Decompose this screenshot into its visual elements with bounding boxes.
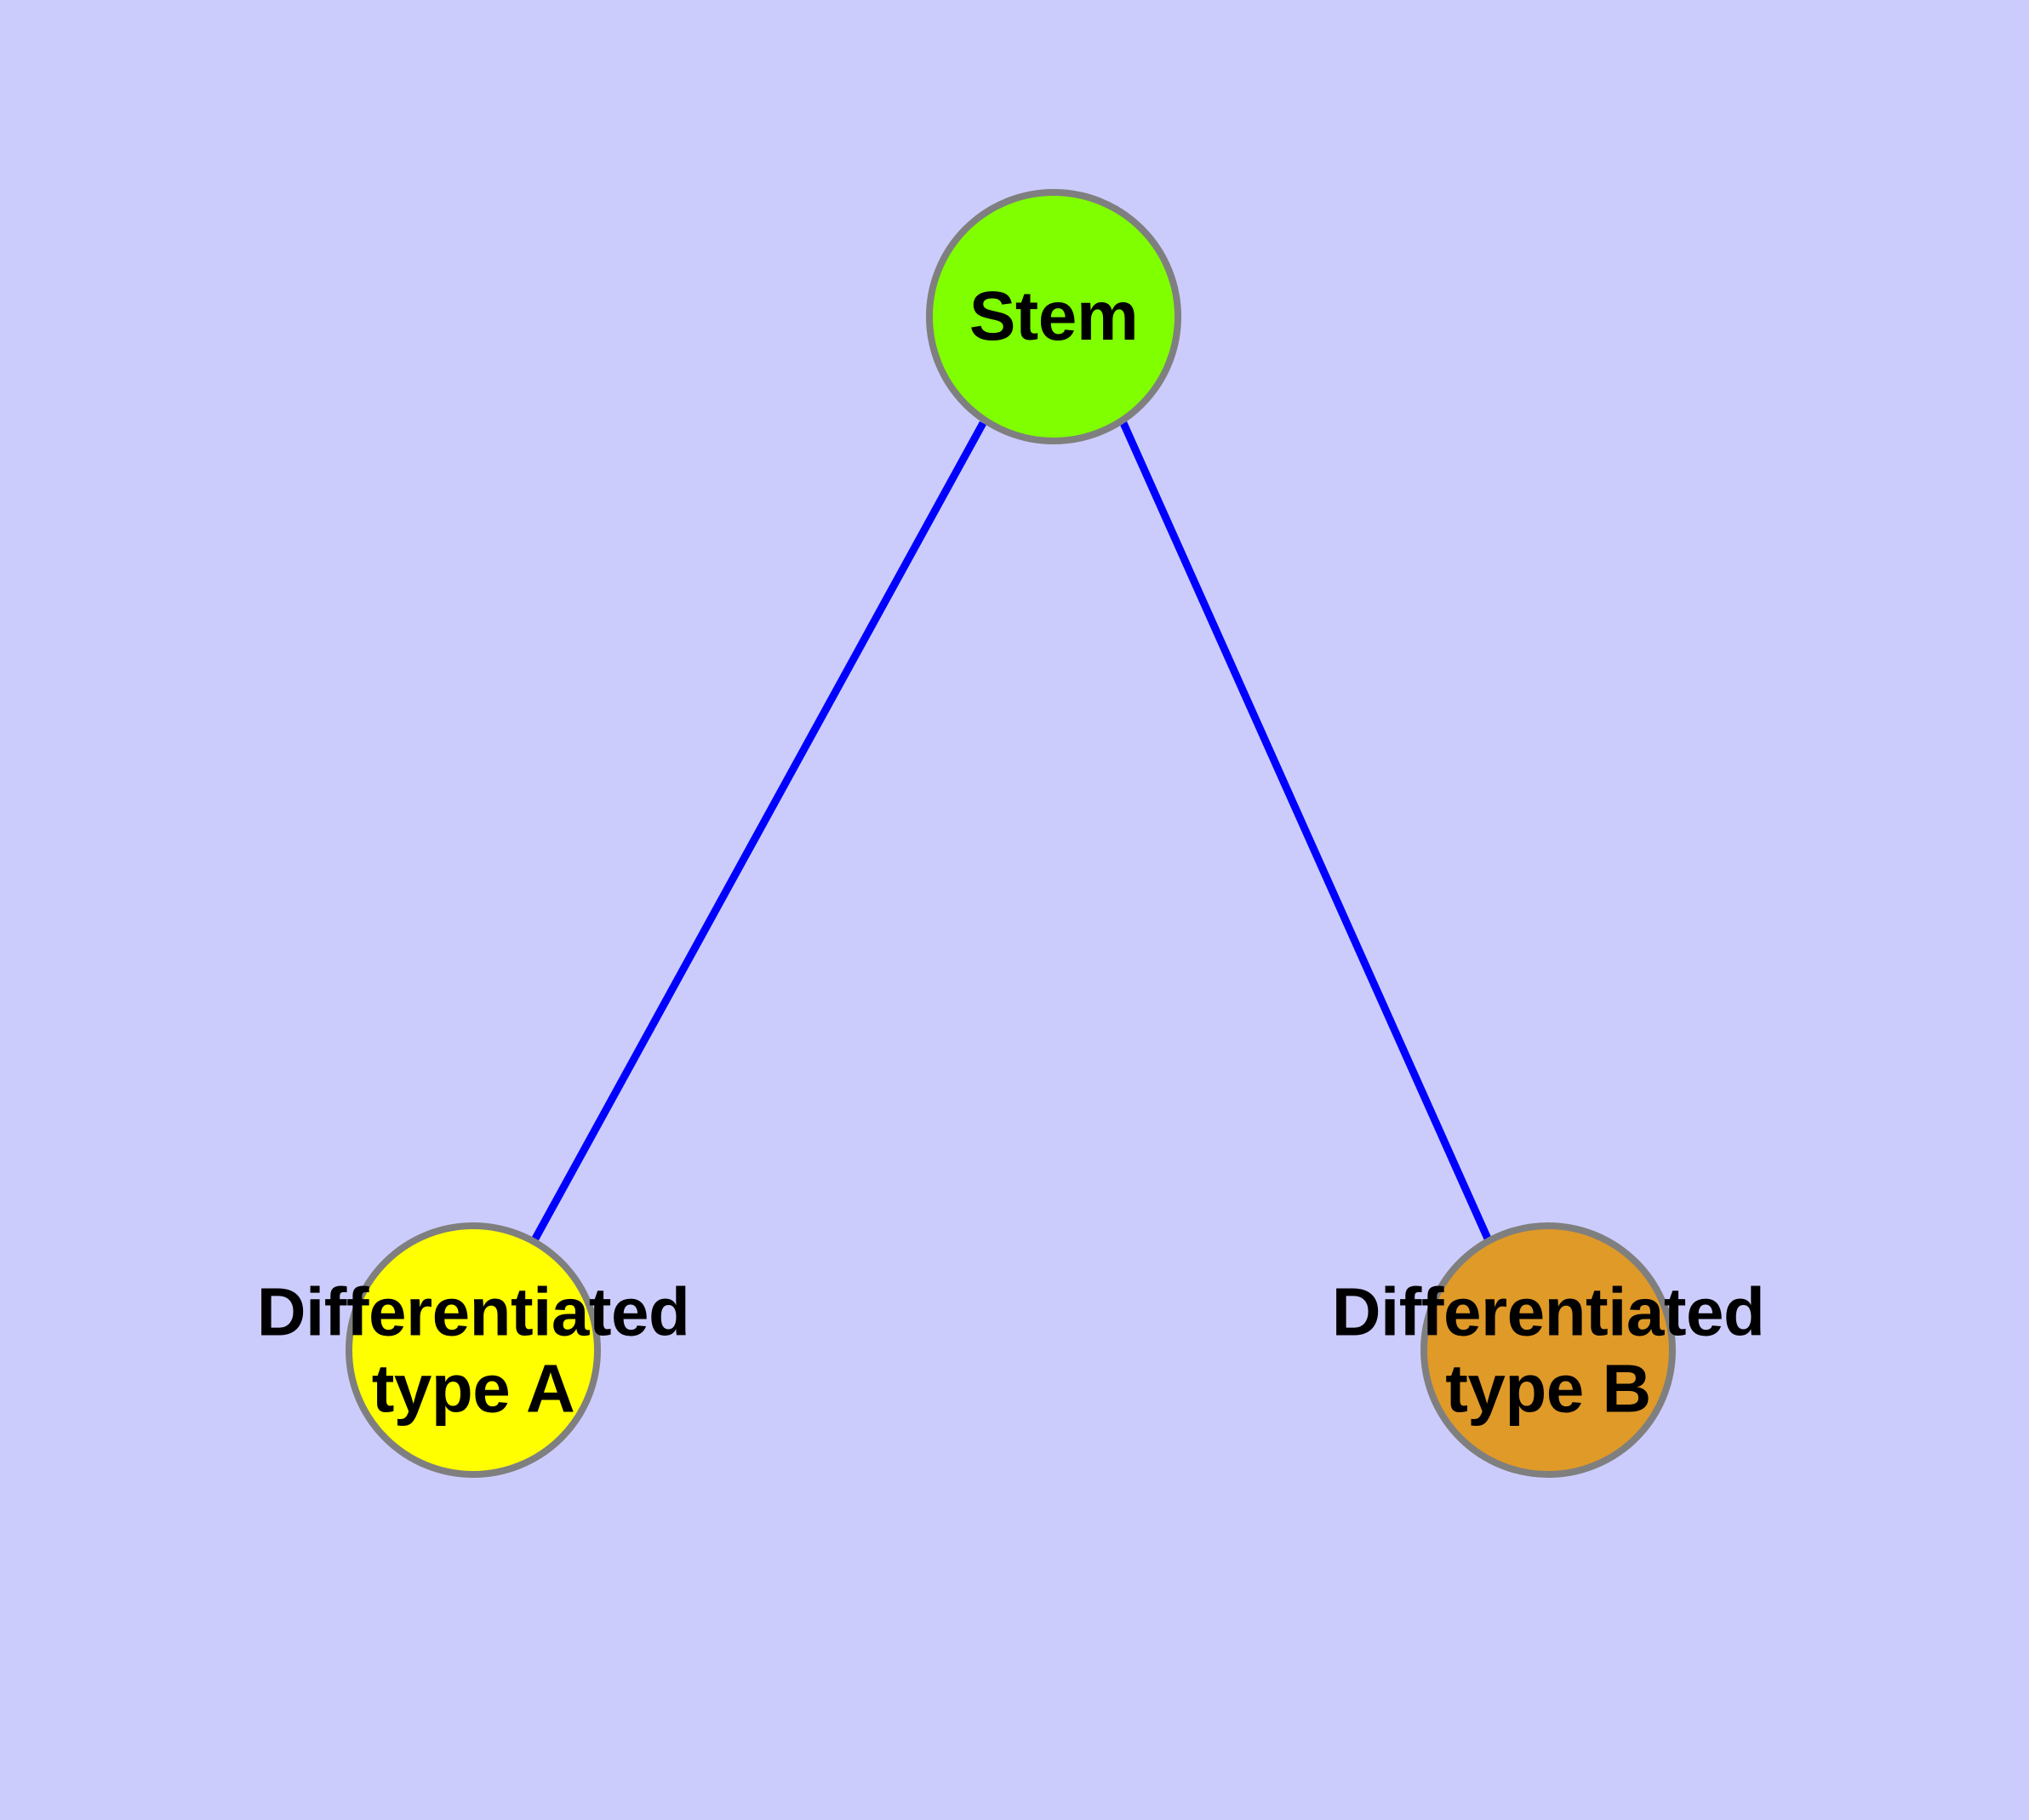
edge-stem-to-differentiated-type-b[interactable] <box>1119 421 1492 1240</box>
node-stem[interactable]: Stem <box>926 189 1181 444</box>
node-differentiated-type-b[interactable]: Differentiated type B <box>1332 1222 1765 1478</box>
node-stem-label: Stem <box>969 278 1139 356</box>
node-differentiated-type-a[interactable]: Differentiated type A <box>257 1222 690 1478</box>
edge-stem-to-differentiated-type-a[interactable] <box>532 421 986 1241</box>
